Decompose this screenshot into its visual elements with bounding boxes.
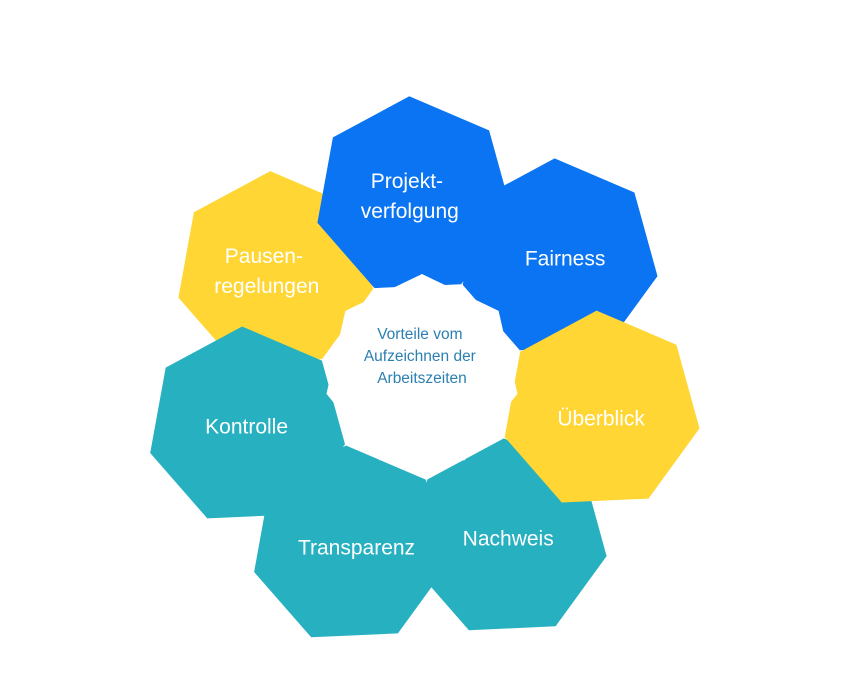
segment-label-ueberblick: Überblick <box>557 408 645 431</box>
segment-label-transparenz: Transparenz <box>298 536 415 559</box>
segment-label-fairness-line-1: Fairness <box>525 247 606 270</box>
segment-ueberblick: Überblick <box>504 310 700 503</box>
center-heptagon <box>326 274 518 461</box>
segment-shape-projektverfolgung <box>317 96 513 289</box>
segment-label-nachweis: Nachweis <box>463 527 554 550</box>
segment-label-kontrolle: Kontrolle <box>205 415 288 438</box>
segment-fairness: Fairness <box>462 158 658 351</box>
segment-label-projektverfolgung: Projekt- verfolgung <box>361 170 459 223</box>
center-title-line-2: Aufzeichnen der <box>364 348 476 365</box>
segment-shape-fairness <box>462 158 658 351</box>
center-title: Vorteile vom Aufzeichnen der Arbeitszeit… <box>364 326 480 387</box>
segment-shape-kontrolle <box>150 326 345 519</box>
center-title-line-1: Vorteile vom <box>377 326 462 343</box>
segment-label-fairness: Fairness <box>525 247 606 270</box>
segment-label-projektverfolgung-line-2: verfolgung <box>361 200 459 223</box>
center-title-line-3: Arbeitszeiten <box>377 370 467 387</box>
segment-kontrolle: Kontrolle <box>150 326 345 519</box>
segment-label-pausenregelungen-line-1: Pausen- <box>225 245 303 268</box>
segment-label-transparenz-line-1: Transparenz <box>298 536 415 559</box>
segment-label-pausenregelungen: Pausen- regelungen <box>214 245 319 298</box>
center-hub: Vorteile vom Aufzeichnen der Arbeitszeit… <box>326 274 518 461</box>
segment-shape-ueberblick <box>504 310 700 503</box>
segment-label-pausenregelungen-line-2: regelungen <box>214 275 319 298</box>
segment-label-projektverfolgung-line-1: Projekt- <box>371 170 443 193</box>
segment-projektverfolgung: Projekt- verfolgung <box>317 96 513 289</box>
segment-label-nachweis-line-1: Nachweis <box>463 527 554 550</box>
segment-label-ueberblick-line-1: Überblick <box>557 408 645 431</box>
segment-label-kontrolle-line-1: Kontrolle <box>205 415 288 438</box>
